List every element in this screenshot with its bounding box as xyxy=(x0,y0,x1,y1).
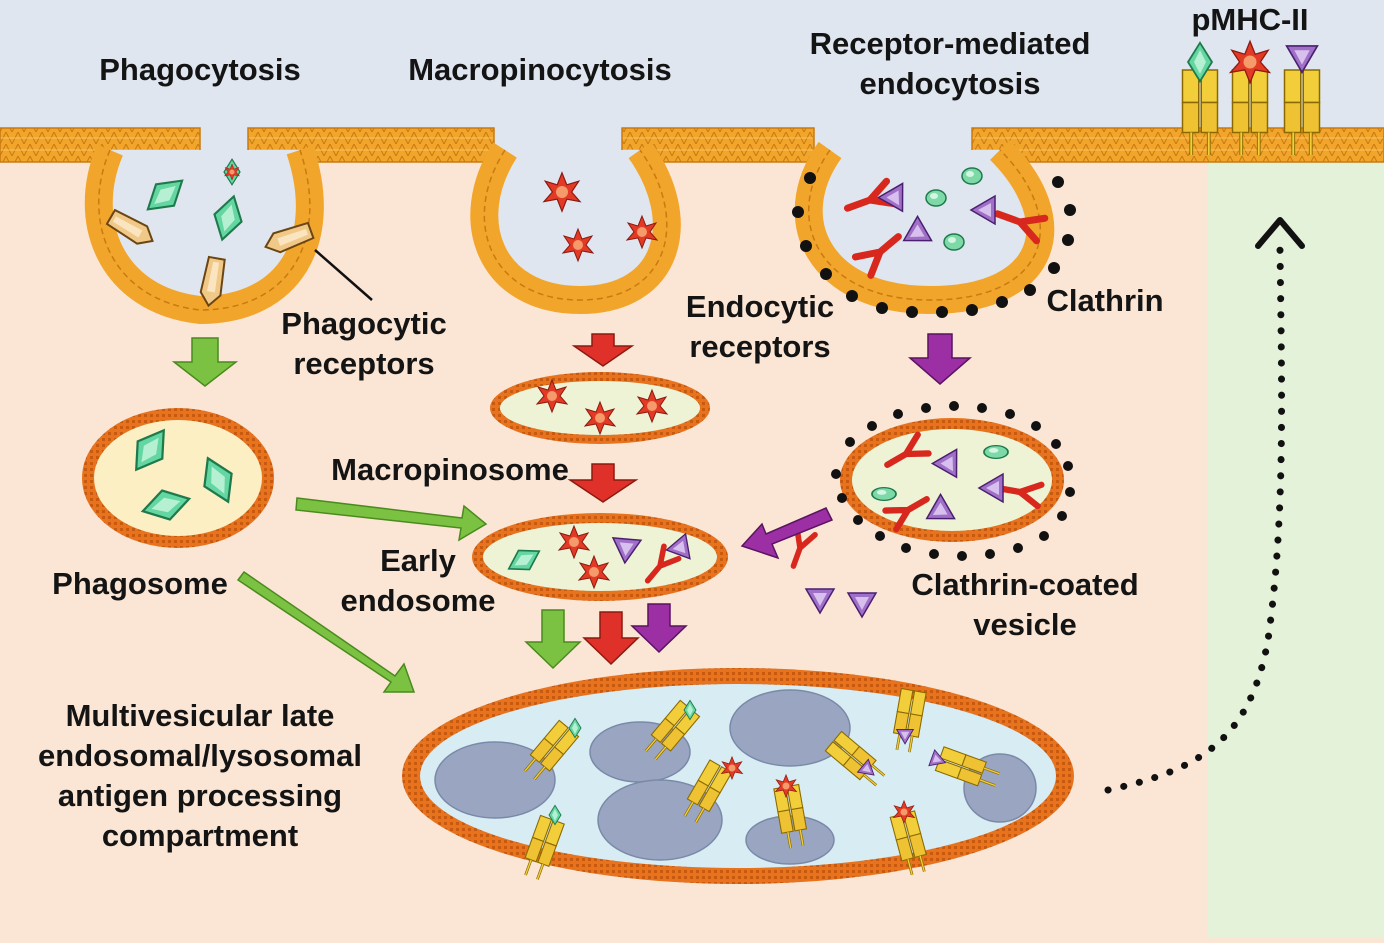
late-endosome-compartment xyxy=(402,668,1074,884)
receptor-arrows xyxy=(630,333,973,654)
clathrin-coat xyxy=(792,172,1076,318)
label-pmhc-ii: pMHC-II xyxy=(1191,2,1309,37)
label-vesicle: vesicle xyxy=(973,607,1077,642)
label-receptor-mediated: Receptor-mediated xyxy=(809,26,1091,61)
label-compartment: compartment xyxy=(101,818,299,853)
transport-to-surface xyxy=(1104,217,1305,794)
phagocytic-cup xyxy=(84,144,373,325)
clathrin-coat xyxy=(831,401,1075,561)
intraluminal-vesicles xyxy=(434,689,1037,865)
label-endosomal-lysosomal: endosomal/lysosomal xyxy=(38,738,362,773)
label-phagocytosis: Phagocytosis xyxy=(99,52,301,87)
antigen-particle xyxy=(943,233,965,251)
clathrin-coated-pit xyxy=(792,140,1076,318)
green-arrow-down xyxy=(171,337,239,387)
red-arrow-to-early-endosome xyxy=(567,463,639,503)
antigen-particle xyxy=(983,444,1009,460)
purple-arrow-to-early-endosome xyxy=(740,507,834,560)
label-multivesicular-late: Multivesicular late xyxy=(65,698,335,733)
antigen-particle xyxy=(961,167,983,185)
label-phagocytic-receptors: receptors xyxy=(293,346,435,381)
red-arrow-to-macropinosome xyxy=(571,333,635,367)
extracellular-space xyxy=(0,0,1384,150)
macropinocytic-cup xyxy=(470,141,681,315)
label-endocytic-receptors: receptors xyxy=(689,329,831,364)
green-arrow-to-late-endosome xyxy=(236,570,416,693)
label-endocytosis: endocytosis xyxy=(859,66,1041,101)
arrowhead-up-icon xyxy=(1255,217,1305,249)
purple-arrow-to-lysosome xyxy=(630,603,688,654)
label-macropinocytosis: Macropinocytosis xyxy=(408,52,672,87)
label-endocytic: Endocytic xyxy=(685,289,835,324)
leader-line xyxy=(314,249,373,301)
red-arrow-to-lysosome xyxy=(582,611,640,666)
early-endosome xyxy=(472,513,728,601)
cell-surface-zone xyxy=(1208,150,1384,938)
label-clathrin-coated: Clathrin-coated xyxy=(911,567,1139,602)
label-phagocytic: Phagocytic xyxy=(281,306,447,341)
clathrin-coated-vesicle xyxy=(831,401,1075,561)
antigen-particle xyxy=(925,189,947,207)
label-clathrin: Clathrin xyxy=(1046,283,1164,318)
label-phagosome: Phagosome xyxy=(52,566,228,601)
phagocytosis-arrows xyxy=(171,337,582,693)
label-macropinosome: Macropinosome xyxy=(331,452,569,487)
label-early: Early xyxy=(380,543,456,578)
antigen-particle xyxy=(871,486,897,502)
macropinocytosis-arrows xyxy=(567,333,640,666)
purple-arrow-to-vesicle xyxy=(907,333,973,385)
phagosome xyxy=(82,408,274,548)
green-arrow-to-early-endosome xyxy=(295,497,488,542)
label-early-endosome: endosome xyxy=(340,583,496,618)
label-antigen-processing: antigen processing xyxy=(57,778,343,813)
green-arrow-to-lysosome xyxy=(524,609,582,670)
macropinosome xyxy=(490,372,710,444)
dotted-path xyxy=(1104,246,1286,794)
